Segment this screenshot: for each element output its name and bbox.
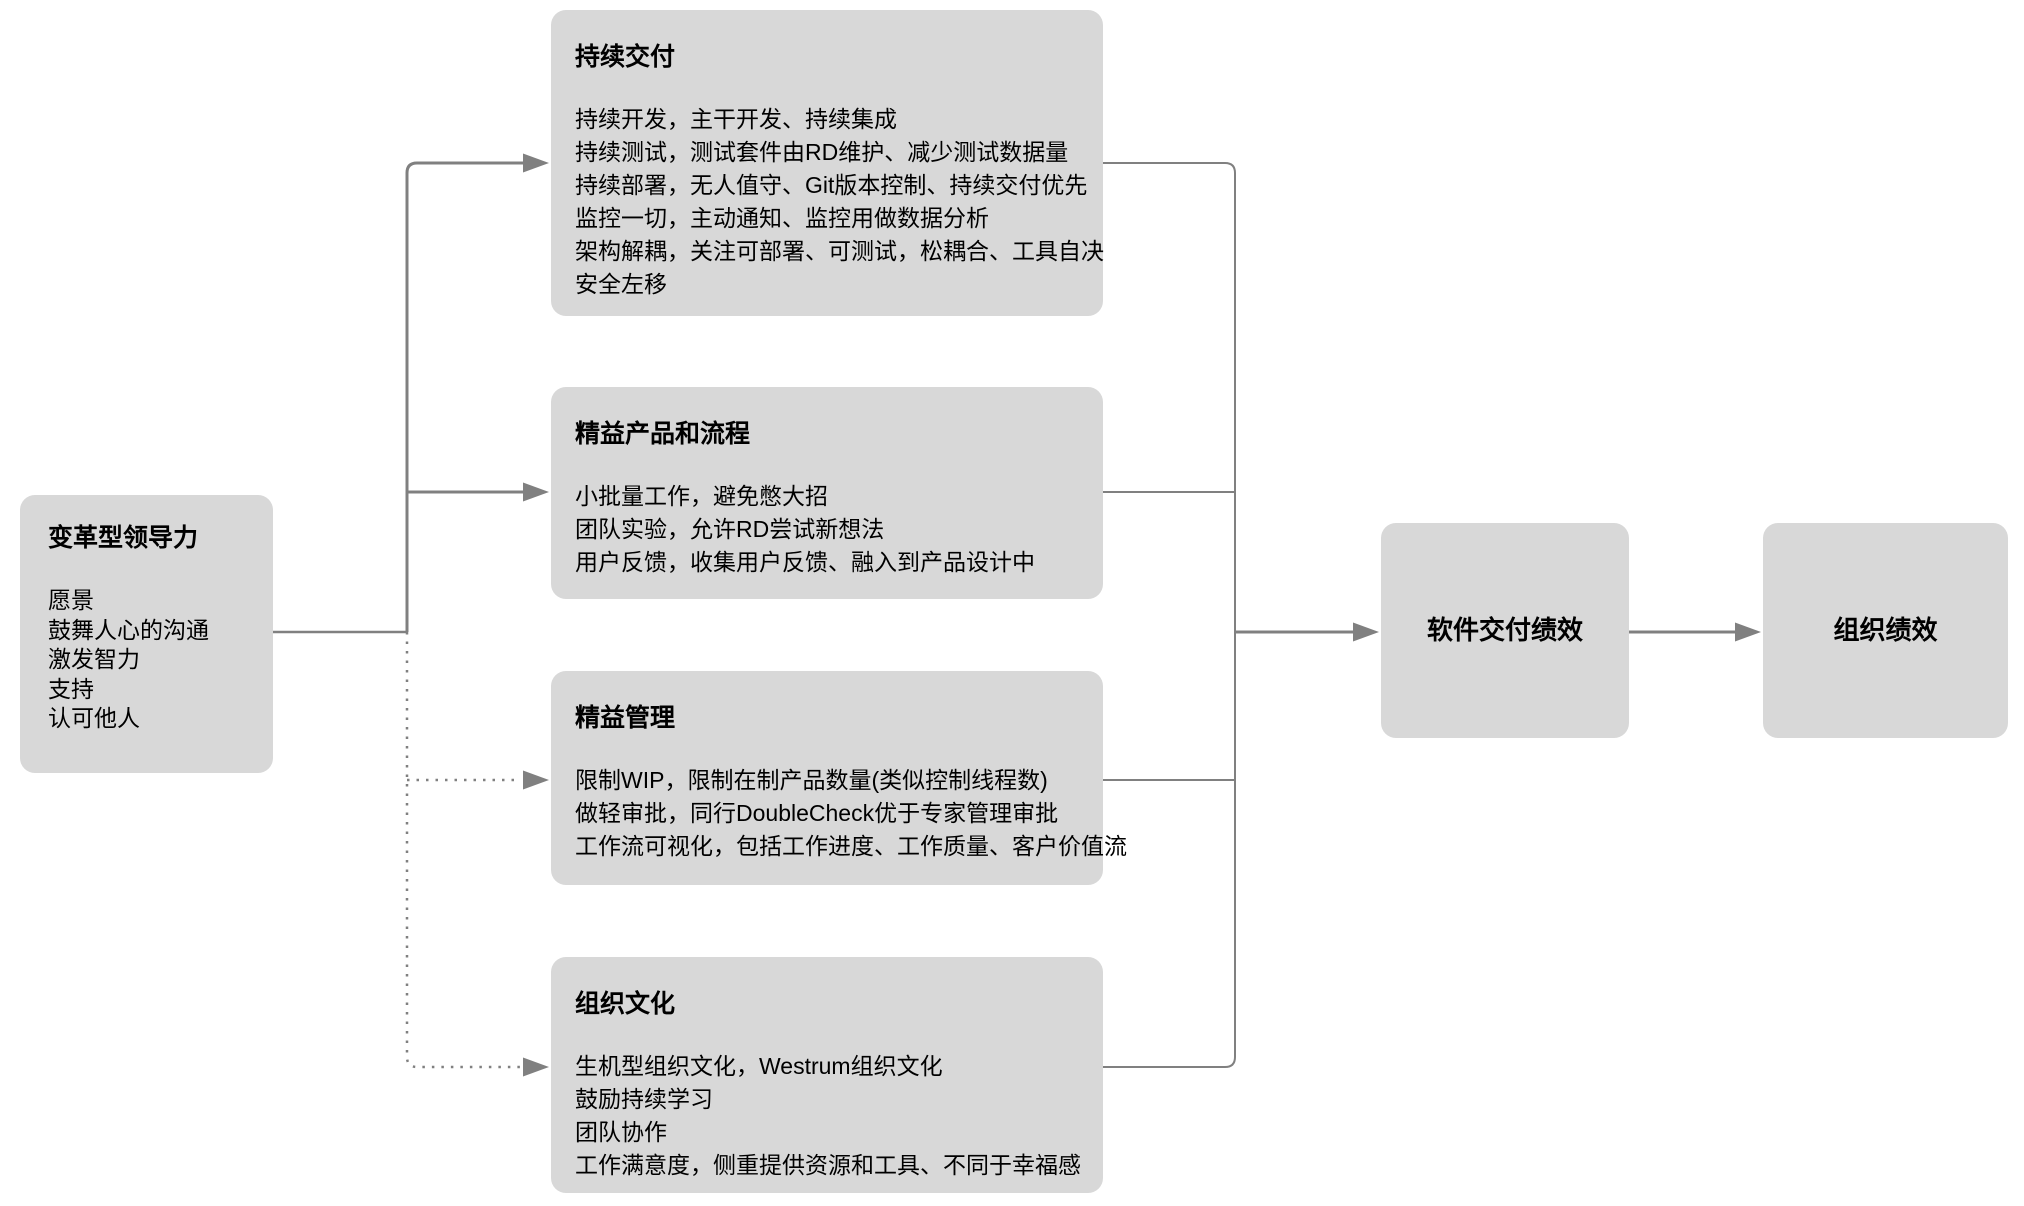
node-lean-product-process-title: 精益产品和流程 xyxy=(575,420,751,448)
node-lean-management-lines: 限制WIP，限制在制产品数量(类似控制线程数) 做轻审批，同行DoubleChe… xyxy=(575,764,1127,863)
node-organizational-culture-title: 组织文化 xyxy=(575,990,676,1018)
capability-line: 限制WIP，限制在制产品数量(类似控制线程数) xyxy=(575,767,1048,793)
collector-from-culture xyxy=(1103,1056,1236,1068)
arrowhead-org-performance xyxy=(1735,622,1761,642)
capability-line: 鼓励持续学习 xyxy=(575,1086,713,1112)
capability-line: 持续开发，主干开发、持续集成 xyxy=(575,106,897,132)
node-continuous-delivery-title: 持续交付 xyxy=(575,43,676,71)
capability-line: 安全左移 xyxy=(575,271,667,297)
leadership-item: 激发智力 xyxy=(48,646,140,672)
arrowhead-lean-management xyxy=(523,770,549,790)
arrowhead-continuous-delivery xyxy=(523,153,549,173)
node-transformational-leadership-title: 变革型领导力 xyxy=(48,524,199,552)
capability-line: 生机型组织文化，Westrum组织文化 xyxy=(575,1053,943,1079)
node-software-delivery-performance-title: 软件交付绩效 xyxy=(1426,615,1583,645)
connector-to-continuous-delivery xyxy=(405,161,524,632)
node-organizational-culture-lines: 生机型组织文化，Westrum组织文化 鼓励持续学习 团队协作 工作满意度，侧重… xyxy=(575,1050,1103,1182)
node-organizational-culture: 组织文化 生机型组织文化，Westrum组织文化 鼓励持续学习 团队协作 工作满… xyxy=(551,957,1103,1193)
capability-line: 监控一切，主动通知、监控用做数据分析 xyxy=(575,205,989,231)
node-lean-product-process-lines: 小批量工作，避免憋大招 团队实验，允许RD尝试新想法 用户反馈，收集用户反馈、融… xyxy=(575,480,1103,579)
capability-line: 团队协作 xyxy=(575,1119,667,1145)
node-organizational-performance: 组织绩效 xyxy=(1763,523,2008,738)
node-continuous-delivery-lines: 持续开发，主干开发、持续集成 持续测试，测试套件由RD维护、减少测试数据量 持续… xyxy=(575,103,1104,301)
capability-line: 团队实验，允许RD尝试新想法 xyxy=(575,516,885,542)
capability-line: 持续测试，测试套件由RD维护、减少测试数据量 xyxy=(575,139,1069,165)
capability-line: 工作满意度，侧重提供资源和工具、不同于幸福感 xyxy=(575,1152,1081,1178)
leadership-item: 愿景 xyxy=(48,587,94,613)
node-transformational-leadership: 变革型领导力 愿景 鼓舞人心的沟通 激发智力 支持 认可他人 xyxy=(20,495,273,773)
node-software-delivery-performance: 软件交付绩效 xyxy=(1381,523,1629,738)
capability-line: 工作流可视化，包括工作进度、工作质量、客户价值流 xyxy=(575,833,1127,859)
leadership-item: 支持 xyxy=(48,675,94,702)
connector-to-culture xyxy=(405,632,520,1069)
capability-line: 用户反馈，收集用户反馈、融入到产品设计中 xyxy=(575,549,1035,575)
node-lean-management-title: 精益管理 xyxy=(575,704,676,732)
capability-line: 持续部署，无人值守、Git版本控制、持续交付优先 xyxy=(575,172,1088,198)
node-transformational-leadership-items: 愿景 鼓舞人心的沟通 激发智力 支持 认可他人 xyxy=(48,586,273,734)
leadership-item: 鼓舞人心的沟通 xyxy=(48,616,209,643)
arrowhead-delivery-performance xyxy=(1353,622,1379,642)
node-lean-product-process: 精益产品和流程 小批量工作，避免憋大招 团队实验，允许RD尝试新想法 用户反馈，… xyxy=(551,387,1103,599)
arrowhead-lean-product xyxy=(523,482,549,502)
collector-from-continuous-delivery xyxy=(1103,162,1236,174)
node-lean-management: 精益管理 限制WIP，限制在制产品数量(类似控制线程数) 做轻审批，同行Doub… xyxy=(551,671,1127,885)
arrowhead-culture xyxy=(523,1057,549,1077)
leadership-item: 认可他人 xyxy=(48,705,140,731)
capability-line: 架构解耦，关注可部署、可测试，松耦合、工具自决 xyxy=(575,238,1104,264)
capability-line: 做轻审批，同行DoubleCheck优于专家管理审批 xyxy=(575,800,1059,826)
capability-line: 小批量工作，避免憋大招 xyxy=(575,483,828,509)
node-organizational-performance-title: 组织绩效 xyxy=(1833,615,1938,645)
node-continuous-delivery: 持续交付 持续开发，主干开发、持续集成 持续测试，测试套件由RD维护、减少测试数… xyxy=(551,10,1104,316)
